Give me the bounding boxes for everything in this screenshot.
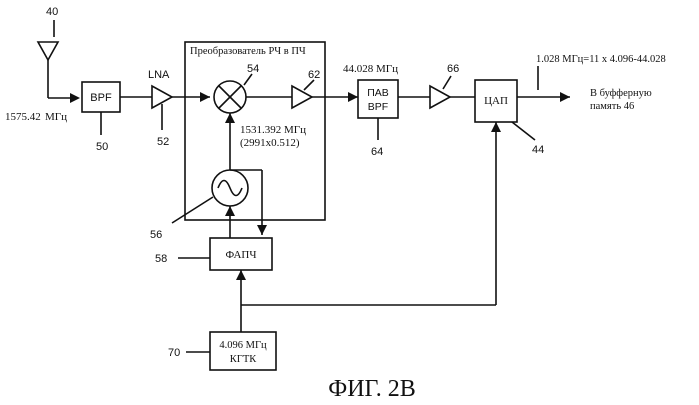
ref-antenna: 40 xyxy=(46,6,58,18)
mixer xyxy=(214,81,246,113)
if-amplifier xyxy=(292,86,312,108)
if-amp-ref-leader xyxy=(304,80,314,90)
rf-if-converter-title: Преобразователь РЧ в ПЧ xyxy=(190,46,306,57)
lo-formula: (2991x0.512) xyxy=(240,137,300,149)
lo-freq: 1531.392 МГц xyxy=(240,124,306,136)
rf-freq-value: 1575.42 xyxy=(5,111,41,123)
adc-ref-leader xyxy=(512,122,535,140)
output-destination-2: память 46 xyxy=(590,101,634,112)
ref-out-amp: 66 xyxy=(447,63,459,75)
pll-label: ФАПЧ xyxy=(225,249,256,261)
ref-tcxo: 70 xyxy=(168,347,180,359)
output-amplifier xyxy=(430,86,450,108)
ref-lna: 52 xyxy=(157,136,169,148)
output-destination-1: В буфферную xyxy=(590,88,652,99)
adc-label: ЦАП xyxy=(484,95,508,107)
out-amp-ref-leader xyxy=(443,76,451,89)
rf-freq-unit: МГц xyxy=(45,111,67,123)
ref-bpf: 50 xyxy=(96,141,108,153)
ref-if-amp: 62 xyxy=(308,69,320,81)
ref-mixer: 54 xyxy=(247,63,259,75)
bpf-label: BPF xyxy=(90,92,112,104)
sample-rate-formula: 1.028 МГц=11 x 4.096-44.028 xyxy=(536,54,666,65)
saw-label-1: ПАВ xyxy=(367,87,389,99)
figure-caption: ФИГ. 2В xyxy=(328,376,415,402)
lna-label: LNA xyxy=(148,69,170,81)
vco-oscillator xyxy=(212,170,248,206)
ref-pll: 58 xyxy=(155,253,167,265)
antenna xyxy=(38,42,80,103)
mixer-ref-leader xyxy=(244,74,252,85)
ref-adc: 44 xyxy=(532,144,544,156)
vco-ref-leader xyxy=(172,197,213,223)
saw-label-2: BPF xyxy=(368,101,388,113)
if-freq: 44.028 МГц xyxy=(343,63,398,75)
tcxo-freq: 4.096 МГц xyxy=(219,340,267,351)
ref-saw: 64 xyxy=(371,146,383,158)
ref-vco: 56 xyxy=(150,229,162,241)
tcxo-label: КГТК xyxy=(230,354,257,365)
